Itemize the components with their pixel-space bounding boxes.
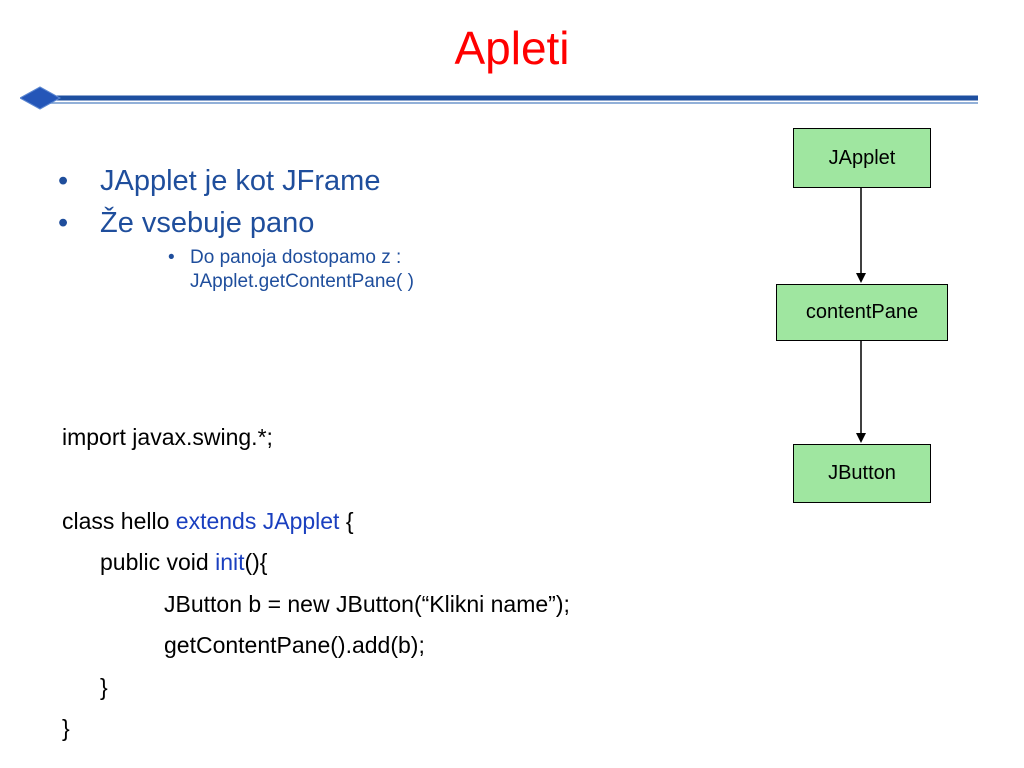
code-line: class hello extends JApplet { (62, 506, 354, 536)
diagram-arrow (856, 341, 866, 443)
bullet-list: • JApplet je kot JFrame • Že vsebuje pan… (58, 160, 414, 294)
code-text: getContentPane().add(b); (164, 632, 425, 658)
code-keyword: extends JApplet (175, 508, 340, 534)
bullet-marker: • (58, 165, 69, 197)
code-line: getContentPane().add(b); (164, 630, 425, 660)
code-text: (){ (244, 549, 268, 575)
bullet-marker: • (58, 207, 69, 239)
code-text: JButton b = new JButton(“Klikni name”); (164, 591, 570, 617)
diamond-icon (20, 86, 62, 110)
code-text: { (339, 508, 354, 534)
code-text: import javax.swing.*; (62, 424, 273, 450)
code-line: JButton b = new JButton(“Klikni name”); (164, 589, 570, 619)
code-keyword: init (215, 549, 245, 575)
code-text: class hello (62, 508, 176, 534)
diagram-node-contentpane: contentPane (776, 284, 948, 341)
sub-bullet-line: Do panoja dostopamo z : (190, 247, 402, 268)
bullet-text: Že vsebuje pano (100, 207, 315, 239)
code-line: public void init(){ (100, 547, 267, 577)
sub-bullet-line: JApplet.getContentPane( ) (190, 271, 414, 292)
diagram-node-jbutton: JButton (793, 444, 931, 503)
diagram-node-japplet: JApplet (793, 128, 931, 188)
title-divider (20, 86, 978, 110)
code-line: } (100, 672, 108, 702)
sub-bullet-marker: • (168, 247, 175, 268)
code-text: } (62, 715, 70, 741)
bullet-item: • Že vsebuje pano (58, 202, 414, 244)
code-line: import javax.swing.*; (62, 422, 273, 452)
code-text: } (100, 674, 108, 700)
bullet-text: JApplet je kot JFrame (100, 165, 381, 197)
code-text: public void (100, 549, 216, 575)
bullet-item: • JApplet je kot JFrame (58, 160, 414, 202)
diagram-arrow (856, 188, 866, 283)
sub-bullet-item: • Do panoja dostopamo z : JApplet.getCon… (58, 246, 414, 294)
slide-title: Apleti (454, 22, 570, 74)
code-line: } (62, 713, 70, 743)
